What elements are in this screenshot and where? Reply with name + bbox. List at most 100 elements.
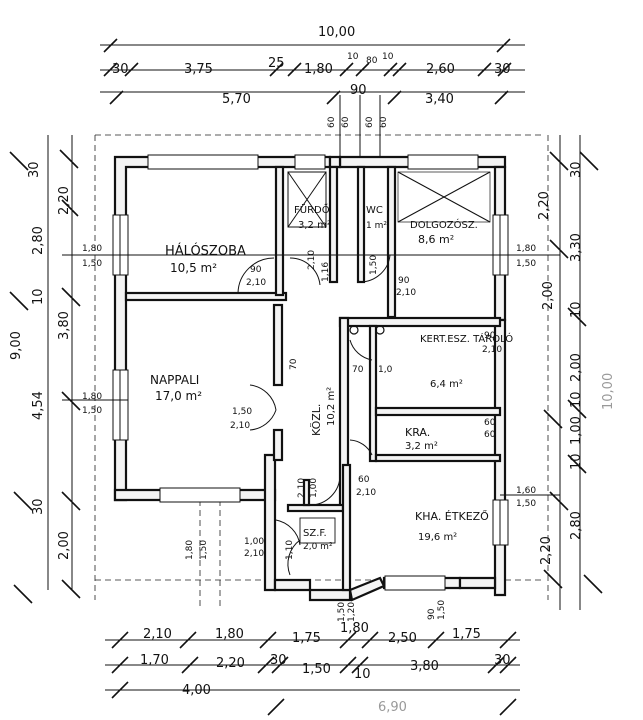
right-dim-2-00b: 2,00 [569,353,584,382]
door-wind-h: 2,10 [244,549,264,559]
left-dim-3-80: 3,80 [57,311,72,340]
room-area-hall: 10,2 m² [326,387,337,426]
bottom-dim-2-10: 2,10 [143,627,172,642]
label-60-c: 60 [365,116,375,128]
bottom-dim-30b: 30 [494,653,511,668]
bottom-dim-1-75b: 1,75 [452,627,481,642]
misc-label-180: 1,80 [185,540,195,560]
left-dim-30-low: 30 [31,498,46,515]
top-dim-1-80: 1,80 [304,62,333,77]
left-dim-2-80: 2,80 [31,226,46,255]
top-dimension-lines [100,38,525,162]
top-total-dim: 10,00 [318,25,355,40]
door-hall-70: 70 [289,358,299,370]
win-left-top-w: 1,80 [82,244,102,254]
bottom-dim-1-80a: 1,80 [215,627,244,642]
right-dim-2-20-low: 2,20 [539,536,554,565]
right-dim-2-00a: 2,00 [541,281,556,310]
right-dim-10a: 10 [569,301,584,318]
misc-label-210: 2,10 [297,478,307,498]
door-pantry-60b: 60 [484,430,496,440]
bottom-dim-3-80: 3,80 [410,659,439,674]
room-area-windfang: 2,0 m² [303,542,333,552]
room-area-bedroom: 10,5 m² [170,261,217,275]
misc-label-150c: 1,50 [337,602,347,622]
windows [112,154,509,591]
bottom-dim-1-70: 1,70 [140,653,169,668]
misc-label-70: 70 [352,365,364,375]
misc-label-150b: 1,50 [437,600,447,620]
right-dim-30: 30 [569,161,584,178]
top-dim-30-left: 30 [112,62,129,77]
misc-label-120: 1,20 [347,602,357,622]
top-dim-25: 25 [268,56,285,71]
door-swings [237,254,391,576]
room-area-wc: 1 m² [366,221,387,231]
misc-label-150d: 1,50 [369,255,379,275]
side-dimension-lines [9,135,603,610]
door-storage-210: 2,10 [482,345,502,355]
win-left-mid-h: 1,50 [82,406,102,416]
door-pantry-60a: 60 [484,418,496,428]
win-right-top-h: 1,50 [516,259,536,269]
win-left-top-h: 1,50 [82,259,102,269]
right-dim-10b: 10 [569,391,584,408]
room-name-kitchen: KHA. ÉTKEZŐ [415,509,489,523]
room-name-bathroom: FÜRDŐ [294,202,330,216]
bottom-dim-2-20: 2,20 [216,656,245,671]
top-dim-30-right: 30 [494,62,511,77]
top-dim-80: 80 [366,56,378,66]
room-name-hall: KÖZL. [310,404,323,436]
room-area-kitchen: 19,6 m² [418,532,457,543]
room-area-living: 17,0 m² [155,389,202,403]
door-storage-10: 1,0 [378,365,393,375]
door-wind-110: 1,10 [285,540,295,560]
right-dim-2-80: 2,80 [569,511,584,540]
bottom-dimension-lines [105,631,520,716]
door-bed-w: 90 [250,265,262,275]
top-dim-90: 90 [350,83,367,98]
top-dim-10a: 10 [347,52,359,62]
door-hall-116: 1,16 [321,262,331,282]
bottom-dim-30a: 30 [270,653,287,668]
room-area-storage: 6,4 m² [430,379,463,390]
room-area-study: 8,6 m² [418,233,454,246]
room-name-windfang: SZ.F. [303,528,327,539]
room-area-bathroom: 3,2 m² [298,220,331,231]
door-study-w: 90 [398,276,410,286]
label-60-d: 60 [379,116,389,128]
top-dim-3-75: 3,75 [184,62,213,77]
fixtures [287,171,491,544]
right-dim-1-00: 1,00 [569,416,584,445]
bottom-dim-6-90: 6,90 [378,700,407,715]
left-dim-2-00: 2,00 [57,531,72,560]
door-storage-90: 90 [484,331,496,341]
label-60-b: 60 [341,116,351,128]
door-living-w: 1,50 [232,407,252,417]
door-bath: 2,10 [307,250,317,270]
door-kitchen-210: 2,10 [356,488,376,498]
label-60-a: 60 [327,116,337,128]
win-right-low-h: 1,50 [516,499,536,509]
right-dim-10-00: 10,00 [601,373,616,410]
bottom-dim-1-50: 1,50 [302,662,331,677]
misc-label-90v: 90 [427,608,437,620]
left-dim-9-00: 9,00 [9,331,24,360]
win-right-top-w: 1,80 [516,244,536,254]
bottom-dim-4-00: 4,00 [182,683,211,698]
room-name-pantry: KRA. [405,426,430,439]
room-area-pantry: 3,2 m² [405,441,438,452]
door-living-h: 2,10 [230,421,250,431]
top-dim-10b: 10 [382,52,394,62]
bottom-dim-1-80b: 1,80 [340,621,369,636]
left-dim-10: 10 [31,288,46,305]
left-dim-2-20: 2,20 [57,186,72,215]
room-name-storage: KERT.ESZ. TÁROLÓ [420,332,513,345]
right-dim-10c: 10 [569,453,584,470]
misc-label-150: 1,50 [199,540,209,560]
room-name-living: NAPPALI [150,373,199,387]
left-dim-4-54: 4,54 [31,391,46,420]
door-bed-h: 2,10 [246,278,266,288]
room-name-wc: WC [366,205,383,216]
